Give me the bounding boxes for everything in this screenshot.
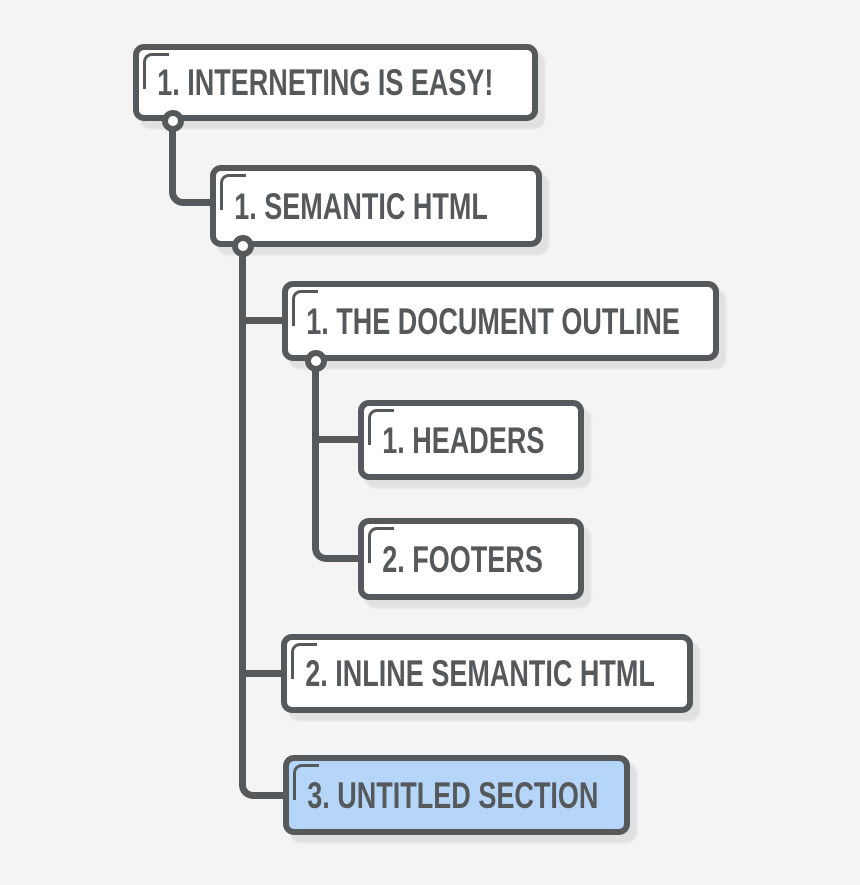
node-inline-semantic-html: 2. INLINE SEMANTIC HTML [281,634,693,713]
node-label: 2. FOOTERS [382,538,543,580]
corner-bracket-icon [291,643,317,679]
connector-root-to-semantic-html [169,121,210,206]
node-label: 1. THE DOCUMENT OUTLINE [306,300,680,342]
corner-bracket-icon [292,290,318,326]
node-label: 1. INTERNETING IS EASY! [157,62,494,103]
connector-dot [162,110,184,132]
connector-branch-headers [319,436,359,443]
connector-branch-document-outline [246,317,283,324]
corner-bracket-icon [368,527,394,563]
connector-dot [305,350,327,372]
corner-bracket-icon [293,764,319,800]
node-the-document-outline: 1. THE DOCUMENT OUTLINE [282,281,719,361]
node-interneting-is-easy: 1. INTERNETING IS EASY! [133,44,538,121]
node-untitled-section: 3. UNTITLED SECTION [283,755,630,835]
corner-bracket-icon [368,409,394,445]
node-headers: 1. HEADERS [358,400,584,480]
node-label: 1. SEMANTIC HTML [234,185,488,227]
node-label: 3. UNTITLED SECTION [307,774,599,816]
connector-branch-inline-semantic-html [246,670,282,677]
node-semantic-html: 1. SEMANTIC HTML [210,165,542,247]
node-label: 2. INLINE SEMANTIC HTML [305,653,655,694]
node-footers: 2. FOOTERS [358,518,584,600]
corner-bracket-icon [143,53,169,89]
node-label: 1. HEADERS [382,419,545,461]
corner-bracket-icon [220,174,246,210]
connector-dot [232,235,254,257]
connector-document-outline-trunk [312,361,358,562]
connector-semantic-html-trunk [239,246,283,799]
